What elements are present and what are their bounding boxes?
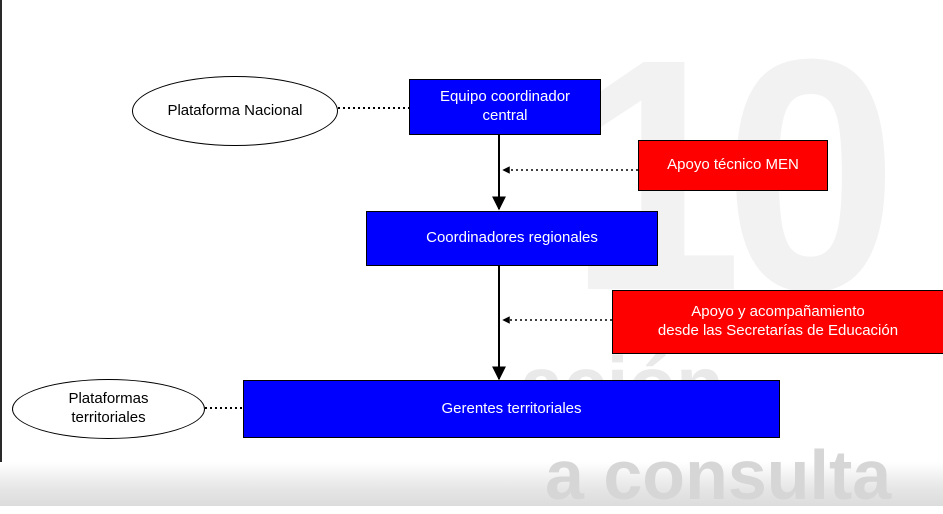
node-equipo-coordinador-central: Equipo coordinador central (409, 79, 601, 135)
node-coordinadores-regionales: Coordinadores regionales (366, 211, 658, 266)
left-frame-border (0, 0, 2, 506)
node-plataformas-territoriales: Plataformas territoriales (12, 379, 205, 439)
node-plataforma-nacional-label: Plataforma Nacional (167, 101, 303, 119)
node-equipo-coordinador-label: Equipo coordinador central (439, 88, 571, 124)
node-apoyo-tecnico-men: Apoyo técnico MEN (638, 140, 828, 191)
bottom-gradient-band (0, 462, 943, 506)
node-apoyo-acompanamiento-label: Apoyo y acompañamiento desde las Secreta… (657, 303, 899, 339)
node-apoyo-acompanamiento: Apoyo y acompañamiento desde las Secreta… (612, 290, 943, 354)
node-gerentes-territoriales-label: Gerentes territoriales (441, 399, 582, 417)
node-apoyo-tecnico-label: Apoyo técnico MEN (667, 156, 799, 174)
node-gerentes-territoriales: Gerentes territoriales (243, 380, 780, 438)
node-coordinadores-regionales-label: Coordinadores regionales (426, 229, 598, 247)
node-plataformas-territoriales-label: Plataformas territoriales (68, 390, 149, 426)
node-plataforma-nacional: Plataforma Nacional (132, 76, 338, 146)
